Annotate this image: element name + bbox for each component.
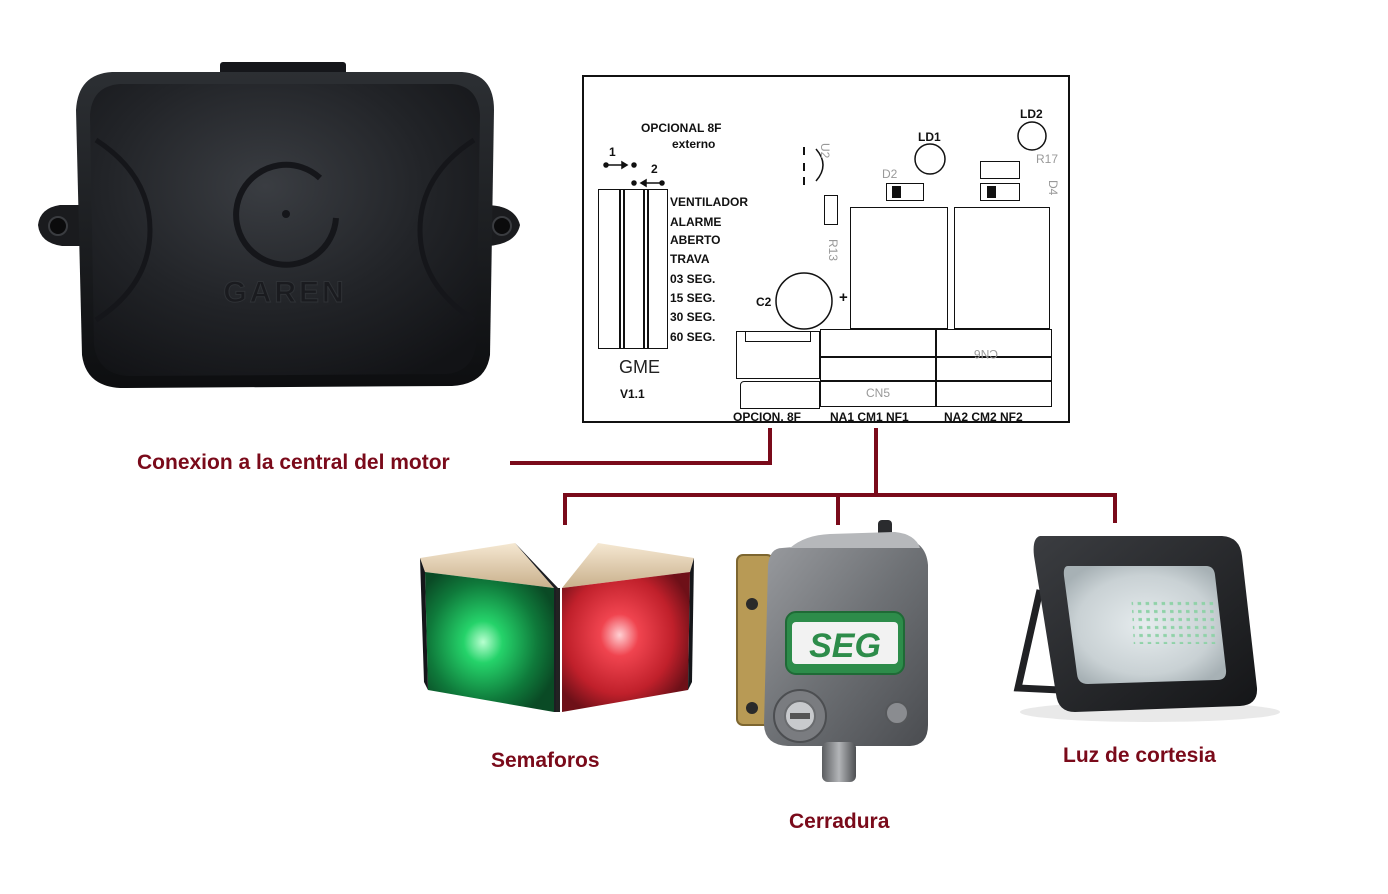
relay-2 [954, 207, 1050, 329]
ld1-label: LD1 [918, 130, 941, 144]
connector-label-opcion: OPCION. 8F [733, 410, 802, 424]
option-ventilador: VENTILADOR [670, 195, 748, 209]
optional-title: OPCIONAL 8F [641, 121, 722, 135]
jumper-label-1: 1 [609, 145, 616, 159]
option-60-seg: 60 SEG. [670, 330, 716, 344]
jumper-label-2: 2 [651, 162, 658, 176]
diode-d4 [980, 183, 1020, 201]
option-aberto: ABERTO [670, 233, 721, 247]
c2-plus: + [839, 289, 848, 306]
opcion-connector-top [736, 331, 820, 379]
c2-label: C2 [756, 295, 772, 309]
diode-d2 [886, 183, 924, 201]
option-trava: TRAVA [670, 252, 710, 266]
lock-brand-text: SEG [809, 627, 881, 665]
version-label: V1.1 [620, 387, 645, 401]
traffic-lights-label: Semaforos [491, 749, 600, 772]
d2-label: D2 [882, 167, 898, 181]
terminal-blocks [820, 329, 1052, 407]
option-03-seg: 03 SEG. [670, 272, 716, 286]
option-strip [598, 189, 668, 349]
r17-label: R17 [1036, 152, 1059, 166]
pcb-diagram: OPCIONAL 8F externo 1 2 U2 LD1 LD2 D2 R1… [582, 75, 1070, 424]
option-30-seg: 30 SEG. [670, 310, 716, 324]
cn5-label: CN5 [866, 386, 891, 400]
opcion-connector-bottom [740, 381, 820, 409]
resistor-r13 [824, 195, 838, 225]
optional-subtitle: externo [672, 137, 716, 151]
courtesy-light-label: Luz de cortesia [1063, 744, 1216, 767]
option-15-seg: 15 SEG. [670, 291, 716, 305]
pcb-traces [603, 121, 1047, 330]
motor-connection-label: Conexion a la central del motor [137, 451, 450, 474]
resistor-r17 [980, 161, 1020, 179]
lock-label: Cerradura [789, 810, 890, 833]
model-label: GME [619, 357, 661, 377]
ld2-label: LD2 [1020, 107, 1043, 121]
option-alarme: ALARME [670, 215, 722, 229]
garen-logo-text: GAREN [223, 276, 346, 309]
relay-1 [850, 207, 948, 329]
connector-label-relay1: NA1 CM1 NF1 [830, 410, 909, 424]
connector-label-relay2: NA2 CM2 NF2 [944, 410, 1023, 424]
